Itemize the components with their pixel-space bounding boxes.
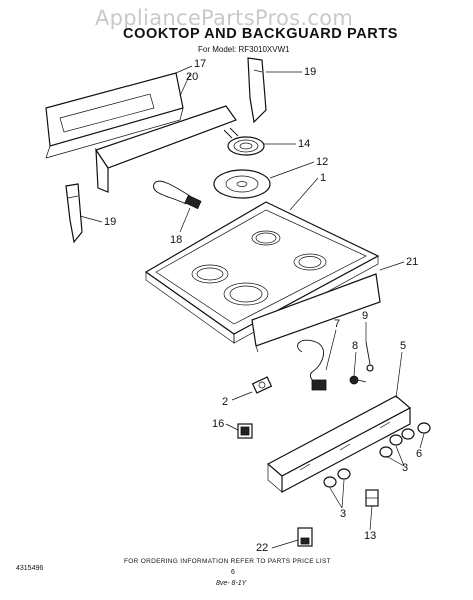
part-12-drip-bowl[interactable] bbox=[213, 169, 271, 199]
callout-20: 20 bbox=[186, 71, 199, 83]
revision-code: 8ve- 8-1Y bbox=[216, 580, 247, 587]
part-17-backguard-panel[interactable] bbox=[45, 72, 184, 159]
callout-14: 14 bbox=[298, 138, 311, 150]
callout-5: 5 bbox=[400, 340, 407, 352]
part-1-cooktop[interactable] bbox=[144, 201, 380, 344]
callout-19-top: 19 bbox=[304, 66, 317, 78]
part-18-receptacle-harness[interactable] bbox=[153, 180, 202, 210]
part-5-control-panel[interactable] bbox=[266, 395, 412, 493]
part-19-end-cap-left[interactable] bbox=[65, 183, 83, 244]
part-20-backguard-cover[interactable] bbox=[95, 105, 237, 193]
part-8-screw[interactable] bbox=[349, 375, 367, 385]
part-16-knob[interactable] bbox=[237, 423, 253, 439]
part-19-end-cap-right[interactable] bbox=[247, 57, 267, 124]
part-9-screw[interactable] bbox=[365, 341, 374, 372]
part-2-switch[interactable] bbox=[251, 376, 273, 394]
callout-21: 21 bbox=[406, 256, 419, 268]
part-7-wire-harness[interactable] bbox=[297, 339, 327, 391]
watermark: AppliancePartsPros.com bbox=[95, 6, 354, 30]
callout-9: 9 bbox=[362, 310, 369, 322]
part-6-knob[interactable] bbox=[417, 422, 431, 434]
callout-2: 2 bbox=[222, 396, 229, 408]
callout-18: 18 bbox=[170, 234, 183, 246]
part-14-surface-element[interactable] bbox=[223, 127, 265, 156]
callout-3-right: 3 bbox=[402, 462, 409, 474]
ordering-note: FOR ORDERING INFORMATION REFER TO PARTS … bbox=[124, 558, 331, 565]
callout-1: 1 bbox=[320, 172, 327, 184]
callout-19-left: 19 bbox=[104, 216, 117, 228]
document-number: 4315496 bbox=[16, 565, 44, 572]
model-number: For Model: RF3010XVW1 bbox=[198, 45, 290, 54]
leader-lines bbox=[79, 65, 425, 549]
page-number: 6 bbox=[231, 569, 235, 576]
callout-13: 13 bbox=[364, 530, 377, 542]
callout-8: 8 bbox=[352, 340, 359, 352]
part-3-knob-group-right[interactable] bbox=[379, 428, 415, 458]
page-title: COOKTOP AND BACKGUARD PARTS bbox=[123, 26, 399, 42]
callout-16: 16 bbox=[212, 418, 225, 430]
callout-7: 7 bbox=[334, 318, 341, 330]
part-3-knob-group-left[interactable] bbox=[323, 468, 351, 488]
callout-17: 17 bbox=[194, 58, 207, 70]
part-22-clip[interactable] bbox=[297, 527, 313, 547]
callout-22: 22 bbox=[256, 542, 269, 554]
part-21-front-trim[interactable] bbox=[251, 273, 381, 353]
callout-3-left: 3 bbox=[340, 508, 347, 520]
callout-12: 12 bbox=[316, 156, 329, 168]
callout-6: 6 bbox=[416, 448, 423, 460]
part-13-bracket[interactable] bbox=[365, 489, 379, 507]
